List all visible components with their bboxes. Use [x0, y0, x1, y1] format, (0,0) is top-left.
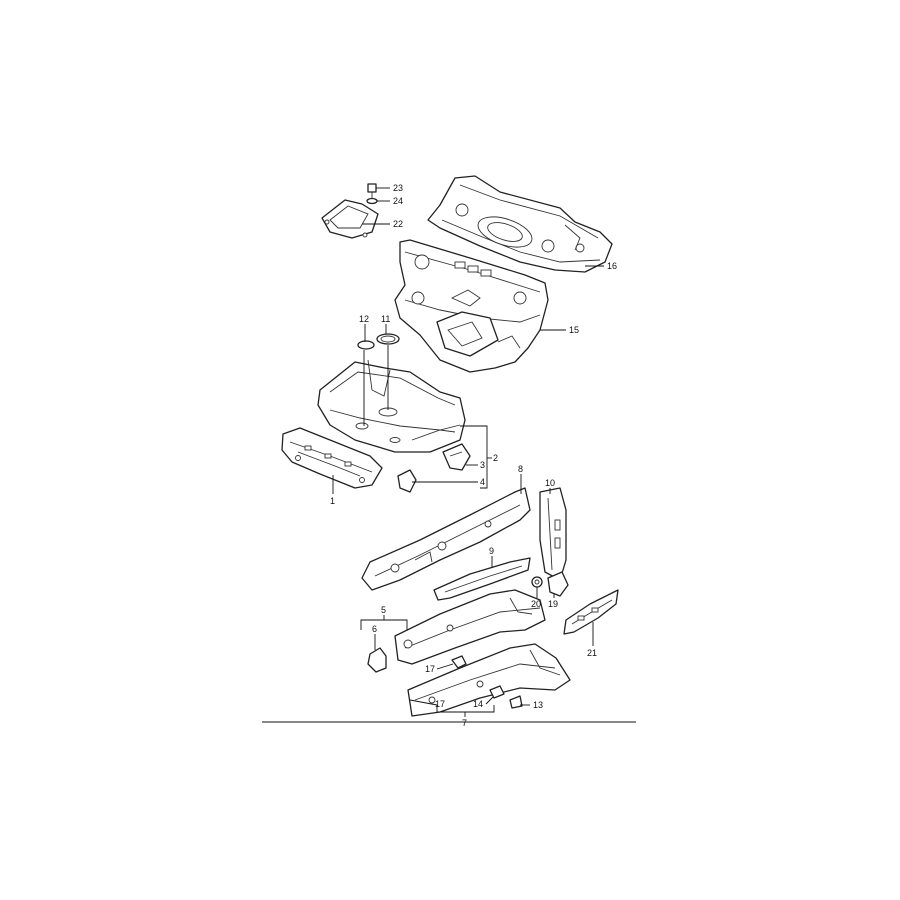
callout-15: 15: [569, 325, 579, 335]
callout-1: 1: [330, 496, 335, 506]
callout-23: 23: [393, 183, 403, 193]
part-3-bracket: [442, 443, 471, 471]
part-6-gusset: [367, 647, 387, 673]
callout-17-upper: 17: [425, 664, 435, 674]
callout-14: 14: [473, 699, 483, 709]
callout-10: 10: [545, 478, 555, 488]
part-10-pillar: [539, 487, 567, 581]
callout-11: 11: [381, 314, 390, 324]
part-11-seal-ring: [376, 333, 400, 345]
part-22-dome-plate: [321, 199, 379, 239]
part-14-clip: [489, 685, 505, 699]
callout-5: 5: [381, 605, 386, 615]
callout-2: 2: [493, 453, 498, 463]
callout-4: 4: [480, 477, 485, 487]
part-7-sill: [407, 643, 571, 717]
callout-16: 16: [607, 261, 617, 271]
callout-7: 7: [462, 718, 467, 728]
callout-12: 12: [359, 314, 369, 324]
callout-19: 19: [548, 599, 558, 609]
callout-6: 6: [372, 624, 377, 634]
callout-13: 13: [533, 700, 543, 710]
callout-9: 9: [489, 546, 494, 556]
part-20-nut: [531, 576, 543, 588]
part-9-reinforcement: [433, 557, 531, 601]
part-24-washer: [366, 197, 378, 205]
callout-labels: 23 24 22 16 15 12 11 2 3 4 1 8 10 9 20 1…: [330, 183, 617, 728]
callout-22: 22: [393, 219, 403, 229]
part-8-side-member: [361, 487, 531, 591]
part-2-floor-pan: [317, 359, 466, 453]
part-1-crossmember: [281, 427, 383, 489]
part-17-clip: [451, 655, 467, 669]
callout-3: 3: [480, 460, 485, 470]
part-16-rear-panel: [427, 175, 613, 273]
part-13-clip: [509, 695, 523, 709]
part-15-bulkhead: [394, 239, 549, 373]
callout-8: 8: [518, 464, 523, 474]
callout-17-lower: 17: [435, 699, 445, 709]
callout-24: 24: [393, 196, 403, 206]
callout-20: 20: [531, 599, 541, 609]
part-19-bracket: [547, 571, 569, 597]
part-21-sill-bracket: [563, 589, 619, 635]
callout-21: 21: [587, 648, 597, 658]
part-5-longitudinal: [394, 589, 546, 665]
leader-lines: [332, 187, 604, 717]
part-4-bracket: [397, 469, 417, 493]
part-23-bolt: [367, 183, 377, 198]
part-12-grommet: [357, 340, 375, 350]
